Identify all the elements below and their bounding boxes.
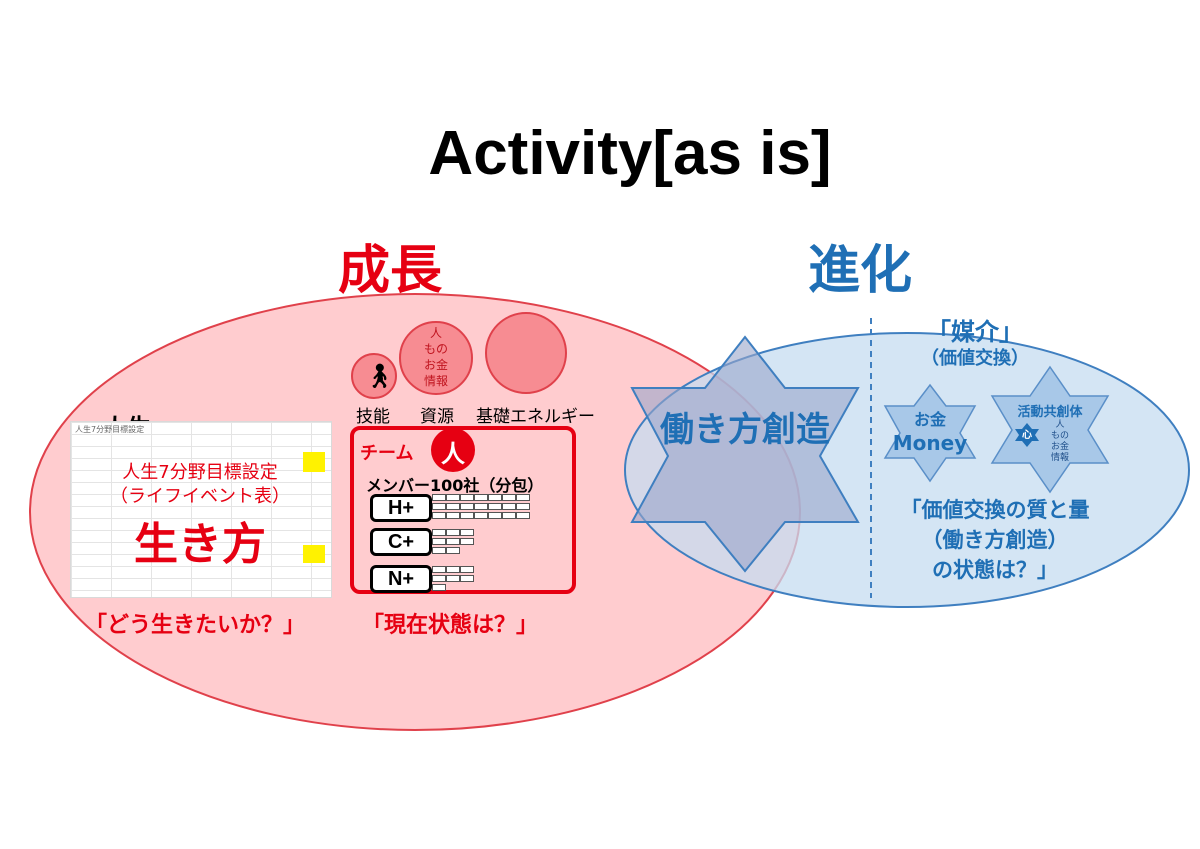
team-badge-text: 人 [441, 440, 465, 468]
mediation-sub: （価値交換） [921, 348, 1029, 369]
c-member-cells [432, 529, 474, 554]
team-label: チーム [360, 443, 414, 464]
tag-c-plus: C+ [370, 528, 432, 556]
mediation-question-line: の状態は？」 [932, 558, 1058, 582]
life-big-text: 生き方 [134, 519, 266, 570]
sheet-highlight [303, 452, 325, 472]
growth-heading: 成長 [338, 241, 443, 301]
cocreation-item: もの [1050, 431, 1069, 441]
cocreation-items: 人 もの お金 情報 [1040, 420, 1080, 464]
sheet-grid [71, 422, 331, 597]
mediation-question-line: （働き方創造） [921, 528, 1069, 552]
team-question: 「現在状態は？」 [362, 613, 539, 638]
heart-label: 心 [1022, 430, 1032, 441]
life-event-sheet: 人生7分野目標設定 [70, 421, 332, 598]
mediation-question-line: 「価値交換の質と量 [900, 498, 1090, 522]
resource-item: お金 [423, 358, 448, 372]
h-member-cells [432, 494, 530, 519]
money-bottom: Money [892, 431, 968, 455]
center-star-text: 働き方創造 [660, 410, 830, 450]
resource-label: 資源 [420, 407, 454, 427]
sheet-highlight [303, 545, 325, 563]
resource-circle [399, 321, 473, 395]
center-star [630, 335, 860, 573]
life-line2: （ライフイベント表） [110, 486, 290, 507]
cocreation-item: 情報 [1050, 453, 1069, 463]
energy-label: 基礎エネルギー [476, 407, 595, 427]
skill-label: 技能 [356, 407, 390, 427]
tag-n-plus: N+ [370, 565, 432, 593]
person-icon: 🚶︎ [364, 362, 395, 390]
team-box [350, 426, 576, 594]
mediation-heading: 「媒介」 [927, 318, 1023, 346]
mediation-question: 「価値交換の質と量 （働き方創造） の状態は？」 [870, 495, 1120, 585]
resource-items: 人 もの お金 情報 [412, 325, 460, 389]
cocreation-label: 活動共創体 [1017, 405, 1083, 420]
money-top: お金 [913, 410, 946, 429]
cocreation-item: お金 [1050, 442, 1069, 452]
life-line1: 人生7分野目標設定 [122, 462, 278, 483]
resource-item: 情報 [423, 374, 448, 388]
n-member-cells [432, 566, 474, 591]
resource-item: もの [423, 342, 448, 356]
evolution-heading: 進化 [808, 241, 913, 301]
team-person-badge [431, 428, 475, 472]
cocreation-star [990, 365, 1110, 494]
page-title: Activity[as is] [428, 119, 832, 188]
heart-star [1015, 423, 1039, 447]
money-star [883, 383, 977, 483]
life-question: 「どう生きたいか？」 [85, 613, 306, 638]
tag-h-plus: H+ [370, 494, 432, 522]
sheet-caption: 人生7分野目標設定 [75, 425, 145, 434]
cocreation-item: 人 [1055, 420, 1065, 430]
skill-circle [351, 353, 397, 399]
energy-circle [485, 312, 567, 394]
resource-item: 人 [429, 326, 442, 340]
team-members: メンバー100社（分包） [366, 476, 544, 495]
